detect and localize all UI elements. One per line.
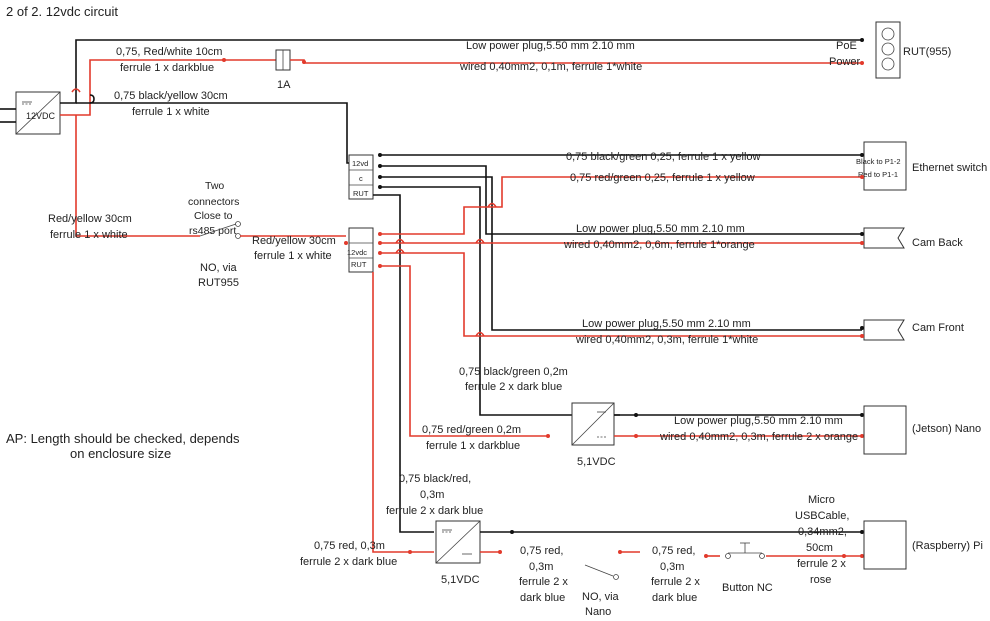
pi-red-b-l4: dark blue — [652, 592, 697, 604]
button-label: Button NC — [722, 582, 773, 594]
cam-back-label: Cam Back — [912, 237, 963, 249]
usb-l4: 50cm — [806, 542, 833, 554]
left-cable-line1: Red/yellow 30cm — [48, 213, 132, 225]
connectors-note-l1: Two — [205, 180, 224, 192]
rut-poe-label: PoE — [836, 40, 857, 52]
cam-front-label: Cam Front — [912, 322, 964, 334]
nano-line2: wired 0,40mm2, 0,3m, ferrule 2 x orange — [659, 431, 858, 443]
nano-black-l2: ferrule 2 x dark blue — [465, 381, 562, 393]
cam-front: Cam Front — [863, 319, 964, 341]
fuse-symbol: 1A — [275, 49, 291, 91]
pi-red-a-l2: 0,3m — [529, 561, 553, 573]
nano-label: (Jetson) Nano — [912, 423, 981, 435]
connectors-note-l2: connectors — [188, 196, 239, 208]
usb-l2: USBCable, — [795, 510, 849, 522]
nano-line1: Low power plug,5.50 mm 2.10 mm — [674, 415, 843, 427]
pi-black-l3: ferrule 2 x dark blue — [386, 505, 483, 517]
ethernet-switch: Black to P1-2 Red to P1-1 Ethernet switc… — [856, 141, 987, 191]
nano-device: (Jetson) Nano — [863, 405, 981, 455]
pi-red-in-l2: ferrule 2 x dark blue — [300, 556, 397, 568]
psu-pi-label: 5,1VDC — [441, 574, 480, 586]
top-cable-line2: ferrule 1 x darkblue — [120, 62, 214, 74]
diagram-title: 2 of 2. 12vdc circuit — [6, 4, 118, 19]
nano-red-l2: ferrule 1 x darkblue — [426, 440, 520, 452]
psu-12v-label: 12VDC — [26, 111, 56, 121]
nano-red-l1: 0,75 red/green 0,2m — [422, 424, 521, 436]
eth-pin1: Black to P1-2 — [856, 157, 901, 166]
eth-pin2: Red to P1-1 — [858, 170, 898, 179]
pi-red-a-l1: 0,75 red, — [520, 545, 563, 557]
fuse-label: 1A — [277, 79, 291, 91]
eth-cable-red: 0,75 red/green 0,25, ferrule 1 x yellow — [570, 172, 755, 184]
switch-via-nano — [584, 564, 619, 580]
pi-label: (Raspberry) Pi — [912, 540, 983, 552]
left-cable-line2: ferrule 1 x white — [50, 229, 128, 241]
usb-l6: rose — [810, 574, 831, 586]
cam-front-line2: wired 0,40mm2, 0,3m, ferrule 1*white — [575, 334, 758, 346]
no-via-rut-l1: NO, via — [200, 262, 238, 274]
black-yellow-line1: 0,75 black/yellow 30cm — [114, 90, 228, 102]
pi-black-l1: 0,75 black/red, — [399, 473, 471, 485]
terminal-block-top: 12vd c RUT — [348, 154, 374, 200]
terminal-bottom-b: RUT — [351, 260, 367, 269]
eth-cable-black: 0,75 black/green 0,25, ferrule 1 x yello… — [566, 151, 761, 163]
rut-device: PoE Power RUT(955) — [829, 21, 951, 79]
usb-l1: Micro — [808, 494, 835, 506]
pi-red-b-l2: 0,3m — [660, 561, 684, 573]
pi-device: (Raspberry) Pi — [863, 520, 983, 570]
connectors-note-l3: Close to — [194, 210, 233, 222]
pi-red-a-l4: dark blue — [520, 592, 565, 604]
poe-cable-line1: Low power plug,5.50 mm 2.10 mm — [466, 40, 635, 52]
mid-cable-line2: ferrule 1 x white — [254, 250, 332, 262]
note-line1: AP: Length should be checked, depends — [6, 431, 240, 446]
terminal-top-c: RUT — [353, 189, 369, 198]
poe-cable-line2: wired 0,40mm2, 0,1m, ferrule 1*white — [459, 61, 642, 73]
no-via-nano-l1: NO, via — [582, 591, 620, 603]
psu-12v: 12VDC — [0, 91, 61, 135]
pi-red-a-l3: ferrule 2 x — [519, 576, 568, 588]
psu-nano: 5,1VDC — [571, 402, 616, 468]
psu-nano-label: 5,1VDC — [577, 456, 616, 468]
connectors-note-l4: rs485 port — [189, 225, 236, 237]
pi-red-b-l3: ferrule 2 x — [651, 576, 700, 588]
terminal-block-bottom: 12vdc RUT — [347, 227, 374, 273]
terminal-top-a: 12vd — [352, 159, 368, 168]
pi-red-b-l1: 0,75 red, — [652, 545, 695, 557]
cam-back-line2: wired 0,40mm2, 0,6m, ferrule 1*orange — [563, 239, 755, 251]
terminal-bottom-a: 12vdc — [347, 248, 367, 257]
pi-red-in-l1: 0,75 red, 0,3m — [314, 540, 385, 552]
no-via-rut-l2: RUT955 — [198, 277, 239, 289]
cam-back-line1: Low power plug,5.50 mm 2.10 mm — [576, 223, 745, 235]
pi-black-l2: 0,3m — [420, 489, 444, 501]
nano-black-l1: 0,75 black/green 0,2m — [459, 366, 568, 378]
rut-label: RUT(955) — [903, 46, 951, 58]
usb-l5: ferrule 2 x — [797, 558, 846, 570]
mid-cable-line1: Red/yellow 30cm — [252, 235, 336, 247]
top-cable-line1: 0,75, Red/white 10cm — [116, 46, 222, 58]
no-via-nano-l2: Nano — [585, 606, 611, 618]
cam-back: Cam Back — [863, 227, 963, 249]
note-line2: on enclosure size — [70, 446, 171, 461]
button-nc: Button NC — [704, 542, 773, 594]
psu-pi: 5,1VDC — [435, 520, 481, 586]
terminal-top-b: c — [359, 174, 363, 183]
usb-l3: 0,34mm2, — [798, 526, 847, 538]
black-yellow-line2: ferrule 1 x white — [132, 106, 210, 118]
cam-front-line1: Low power plug,5.50 mm 2.10 mm — [582, 318, 751, 330]
eth-label: Ethernet switch — [912, 162, 987, 174]
rut-power-label: Power — [829, 56, 861, 68]
